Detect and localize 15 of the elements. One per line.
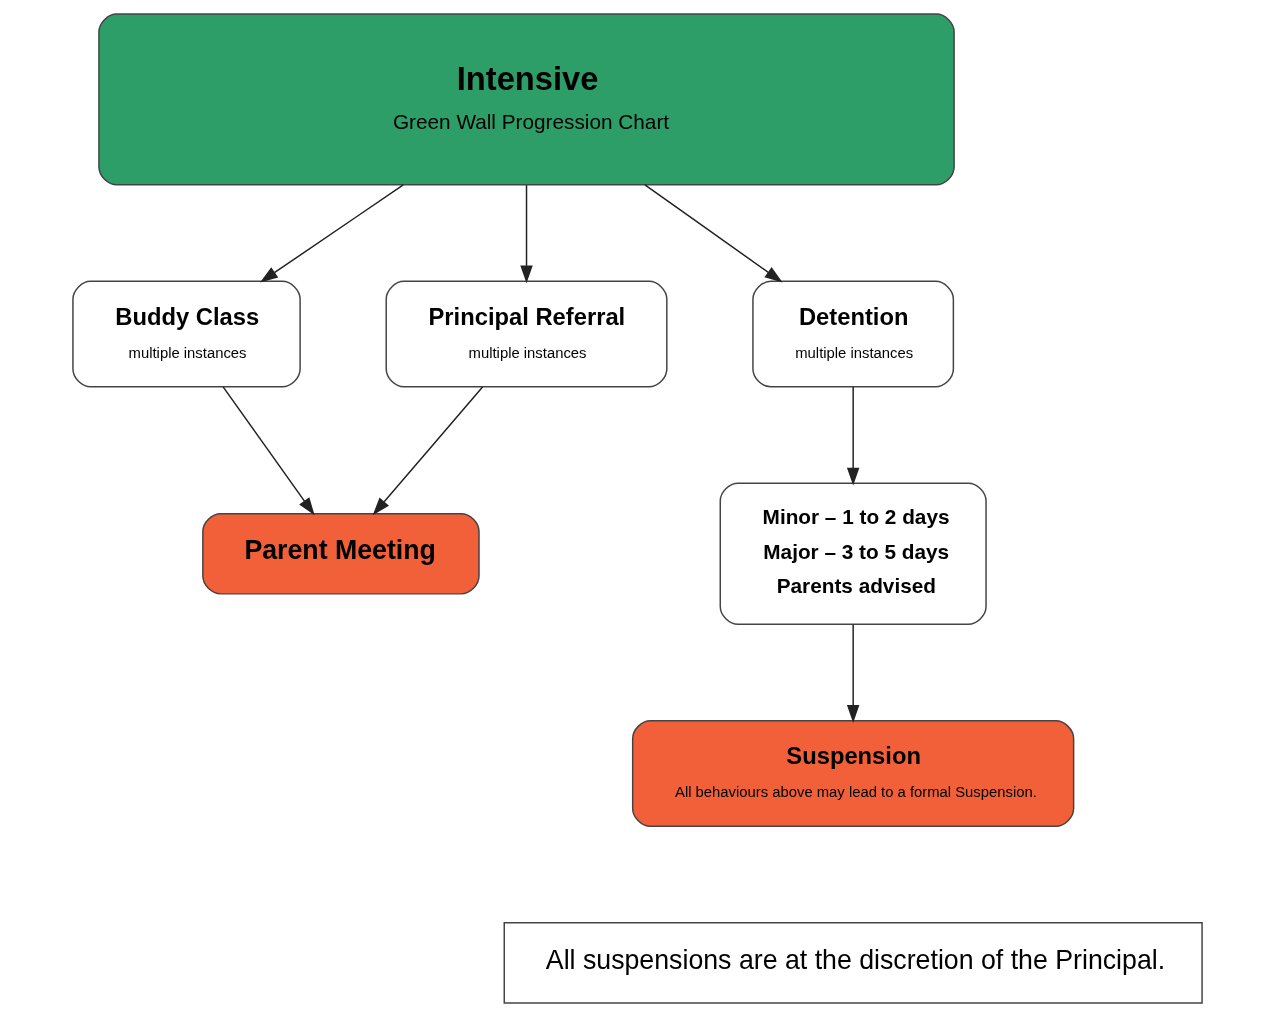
node-box: Detention multiple instances: [751, 280, 954, 388]
node-box: All suspensions are at the discretion of the Principal.: [503, 922, 1203, 1004]
node-box: Minor – 1 to 2 days Major – 3 to 5 days Parents advised: [719, 482, 987, 626]
node-box: Buddy Class multiple instances: [71, 280, 301, 388]
arrow: [643, 184, 783, 283]
arrow: [846, 386, 859, 486]
arrow: [519, 184, 533, 284]
arrow: [221, 386, 315, 516]
node-box: Principal Referral multiple instances: [384, 280, 668, 388]
arrow: [372, 386, 483, 516]
node-box: Suspension All behaviours above may lead to a formal Suspension.: [631, 720, 1074, 827]
arrow: [846, 623, 859, 723]
node-box: Parent Meeting: [201, 512, 480, 595]
node-box: Intensive Green Wall Progression Chart: [97, 13, 955, 186]
arrow: [259, 184, 404, 283]
